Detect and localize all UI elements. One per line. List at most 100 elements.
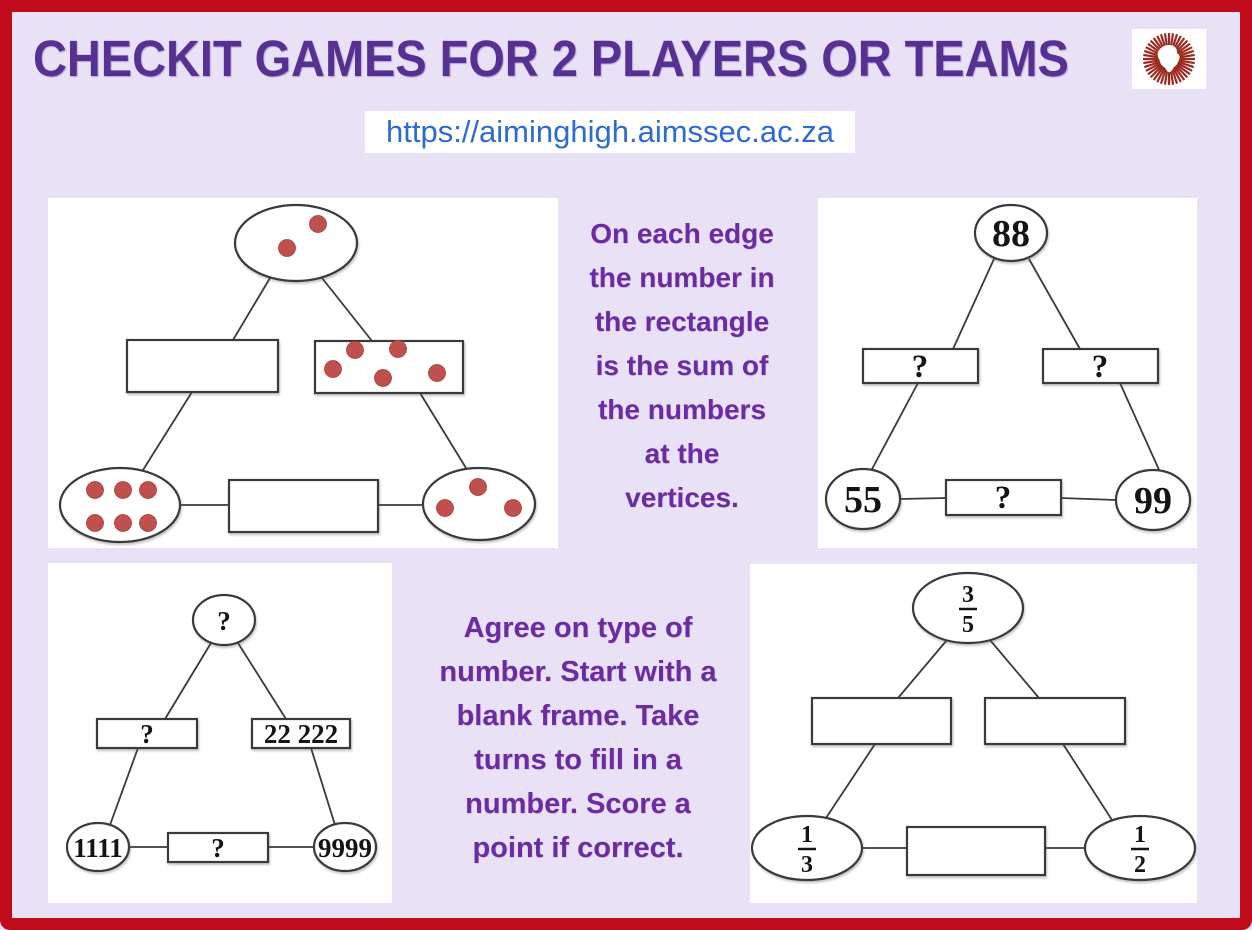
game-rules-instruction-text: Agree on type of number. Start with a bl… (439, 612, 717, 864)
sunburst-ray (1145, 62, 1162, 72)
sunburst-ray (1176, 63, 1191, 76)
connector-line (1119, 382, 1161, 473)
sunburst-ray (1176, 46, 1193, 56)
right-vertex-dot-group (436, 478, 522, 517)
fraction-numerator: 1 (801, 822, 813, 848)
sunburst-ray (1143, 59, 1160, 65)
left-edge-value: ? (140, 719, 154, 749)
right-edge-rectangle (1041, 347, 1160, 385)
connector-line (419, 392, 467, 469)
connector-line (1060, 497, 1117, 501)
sunburst-ray (1172, 66, 1182, 83)
counter-dot (309, 215, 327, 233)
connector-line (321, 277, 373, 342)
counter-dot (504, 499, 522, 517)
connector-line (899, 497, 947, 500)
left-vertex-dot-group (86, 481, 157, 532)
bottom-edge-value: ? (211, 833, 225, 863)
left-vertex-value: 1111 (73, 833, 123, 863)
sunburst-ray (1149, 64, 1164, 79)
right-edge-dot-group (324, 340, 446, 387)
counter-dot (428, 364, 446, 382)
left-edge-rectangle (810, 696, 953, 746)
connector-line (310, 747, 336, 826)
sunburst-ray (1174, 64, 1189, 79)
counter-dot (86, 514, 104, 532)
right-edge-rectangle (250, 717, 352, 750)
connector-line (109, 747, 139, 826)
connector-line (1062, 743, 1113, 821)
right-vertex-value: 99 (1134, 480, 1172, 522)
right-vertex-fraction: 1 2 (1131, 822, 1149, 878)
right-vertex-oval (312, 821, 378, 873)
left-edge-value: ? (912, 349, 929, 385)
connector-line (237, 642, 287, 720)
right-vertex-oval (421, 466, 537, 542)
header-divider (0, 0, 1252, 12)
connector-line (232, 277, 271, 341)
left-edge-rectangle (125, 338, 280, 394)
connector-line (897, 639, 948, 699)
top-vertex-oval (233, 203, 359, 283)
sunburst-ray (1176, 62, 1193, 72)
counter-dot (324, 360, 342, 378)
four-digit-triangle-diagram: ? ? 22 222 1111 ? 9999 (65, 593, 378, 873)
counter-dot (346, 341, 364, 359)
sunburst-ray (1173, 66, 1186, 81)
top-vertex-oval (191, 593, 257, 647)
bottom-edge-value: ? (995, 480, 1012, 516)
fraction-triangle-panel: 3 5 1 3 1 2 (750, 564, 1197, 903)
counter-dot (469, 478, 487, 496)
sunburst-ray (1159, 67, 1168, 85)
counter-dot (114, 514, 132, 532)
left-edge-rectangle (95, 717, 199, 750)
fraction-denominator: 2 (1134, 852, 1146, 878)
right-edge-value: ? (1092, 349, 1109, 385)
page-title: CHECKIT GAMES FOR 2 PLAYERS OR TEAMS (33, 30, 1069, 87)
connector-line (164, 642, 212, 720)
sunburst-ray (1156, 66, 1166, 83)
bottom-edge-rectangle (944, 478, 1063, 517)
sunburst-ray (1147, 63, 1162, 76)
right-edge-rectangle (983, 696, 1127, 746)
top-vertex-fraction: 3 5 (959, 582, 977, 638)
four-digit-triangle-panel: ? ? 22 222 1111 ? 9999 (48, 563, 392, 903)
counter-dot (389, 340, 407, 358)
left-edge-rectangle (861, 347, 980, 385)
left-vertex-fraction: 1 3 (798, 822, 816, 878)
edge-sum-instruction-text: On each edge the number in the rectangle… (589, 218, 775, 513)
double-digit-triangle-panel: 88 ? ? 55 ? 99 (818, 198, 1197, 548)
counter-dot (139, 481, 157, 499)
sunburst-ray (1178, 59, 1195, 65)
left-vertex-oval (65, 821, 131, 873)
website-url-link[interactable]: https://aiminghigh.aimssec.ac.za (365, 111, 855, 153)
sunburst-ray (1143, 49, 1161, 58)
connector-line (989, 639, 1040, 699)
connector-line (825, 743, 876, 819)
fraction-denominator: 5 (962, 612, 974, 638)
counter-dot (278, 239, 296, 257)
counter-dot (374, 369, 392, 387)
sunburst-ray (1170, 67, 1179, 85)
sunburst-ray (1177, 60, 1195, 69)
logo-graphic (1143, 33, 1195, 85)
sunburst-ray (1174, 39, 1189, 54)
connector-line (870, 382, 919, 472)
top-vertex-dot-group (278, 215, 327, 257)
top-vertex-oval (973, 203, 1049, 263)
right-vertex-value: 9999 (318, 833, 372, 863)
top-vertex-value: 88 (992, 213, 1030, 255)
double-digit-triangle-diagram: 88 ? ? 55 ? 99 (824, 203, 1192, 532)
counter-dot (86, 481, 104, 499)
bottom-edge-rectangle (905, 825, 1047, 877)
right-vertex-oval (1114, 468, 1192, 532)
connector-line (952, 258, 995, 350)
africa-silhouette (1157, 44, 1180, 73)
fraction-denominator: 3 (801, 852, 813, 878)
sunburst-ray (1152, 66, 1165, 81)
counter-dot (436, 499, 454, 517)
counter-dot (114, 481, 132, 499)
aimssec-sunburst-africa-logo (1132, 29, 1206, 89)
sunburst-ray (1176, 42, 1191, 55)
